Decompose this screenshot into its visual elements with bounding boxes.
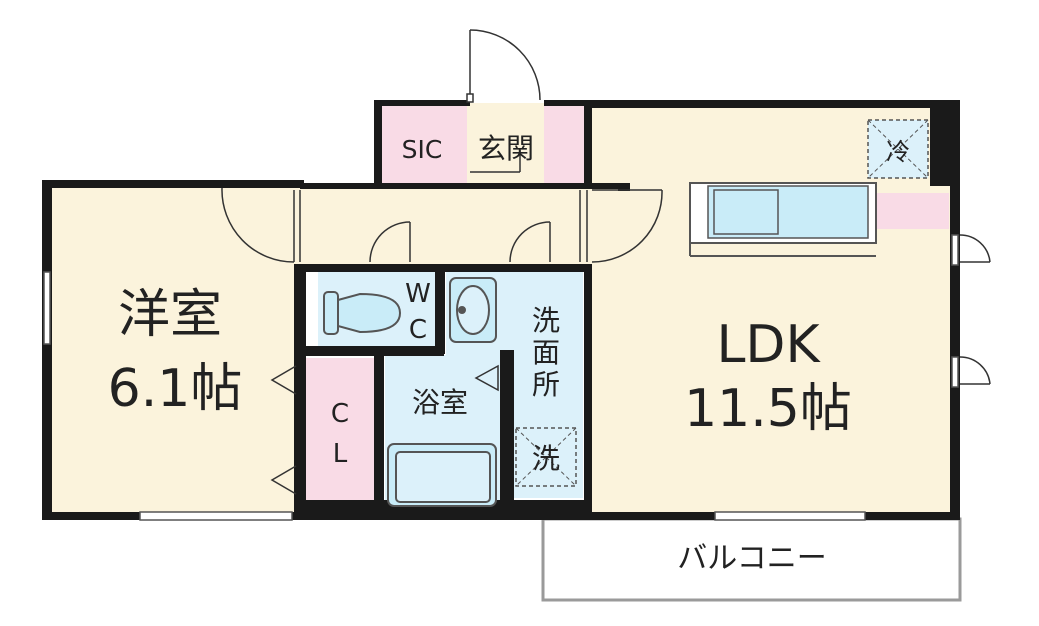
refrigerator-label: 冷 bbox=[886, 138, 910, 166]
washroom-label-3: 所 bbox=[532, 368, 560, 401]
bathroom-label: 浴室 bbox=[412, 386, 468, 419]
hallway-floor bbox=[300, 186, 590, 266]
western-room-size: 6.1帖 bbox=[108, 359, 243, 419]
closet-area bbox=[304, 358, 374, 514]
refrigerator-icon bbox=[867, 119, 929, 179]
washroom-label-2: 面 bbox=[532, 336, 560, 369]
bathtub-icon bbox=[387, 443, 497, 507]
balcony-label: バルコニー bbox=[677, 541, 826, 576]
door-swings bbox=[221, 29, 991, 495]
washroom-label-1: 洗 bbox=[532, 304, 560, 337]
washing-machine-icon bbox=[515, 427, 577, 487]
closet-label-c: C bbox=[331, 399, 349, 429]
wc-label-c: C bbox=[409, 315, 427, 345]
sic-area bbox=[380, 103, 467, 183]
ldk-name: LDK bbox=[716, 315, 821, 375]
sic-label: SIC bbox=[402, 135, 443, 164]
windows bbox=[43, 234, 959, 521]
toilet-icon bbox=[323, 291, 402, 335]
entrance-label: 玄関 bbox=[478, 132, 534, 165]
balcony-area bbox=[541, 517, 962, 602]
entrance-step bbox=[544, 103, 584, 183]
washing-machine-label: 洗 bbox=[532, 442, 560, 475]
ldk-size: 11.5帖 bbox=[684, 379, 852, 439]
kitchen-counter bbox=[689, 182, 877, 257]
washbasin-icon bbox=[449, 277, 497, 343]
closet-label-l: L bbox=[333, 439, 348, 469]
kitchen-shelf bbox=[876, 193, 949, 229]
entrance-floor bbox=[467, 103, 544, 183]
western-room-floor bbox=[48, 183, 302, 517]
wc-label-w: W bbox=[405, 279, 431, 309]
western-room-name: 洋室 bbox=[118, 285, 222, 345]
